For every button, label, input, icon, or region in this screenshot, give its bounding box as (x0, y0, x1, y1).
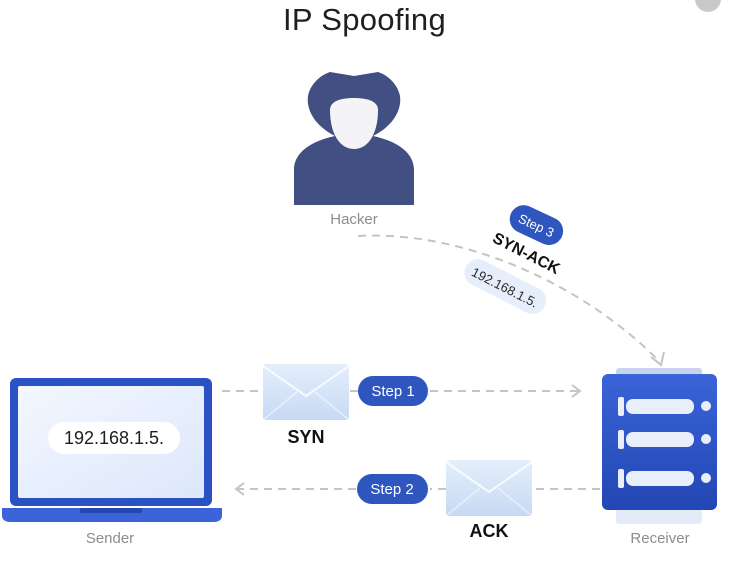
corner-circle (695, 0, 721, 12)
hacker-face (330, 98, 378, 149)
spoof-arrow-line (357, 234, 661, 363)
hacker-icon (294, 72, 414, 205)
step-2-arrowhead (234, 482, 245, 496)
ack-envelope-icon (445, 460, 533, 517)
sender-ip-text: 192.168.1.5. (64, 428, 164, 448)
step-1-arrowhead (571, 384, 582, 398)
receiver-label: Receiver (630, 530, 690, 547)
receiver-server-icon (602, 368, 717, 524)
diagram-title: IP Spoofing (282, 2, 447, 37)
step-2-label: Step 2 (370, 481, 413, 498)
sender-ip-pill (48, 422, 180, 454)
syn-envelope-icon (262, 364, 350, 421)
step-2-badge: Step 2 (357, 474, 428, 504)
spoof-arrowhead (650, 351, 665, 367)
ack-label: ACK (469, 521, 509, 541)
step-1-label: Step 1 (371, 383, 414, 400)
sender-label: Sender (85, 530, 135, 547)
syn-label: SYN (287, 427, 325, 447)
hacker-label: Hacker (330, 211, 378, 228)
step-1-badge: Step 1 (358, 376, 428, 406)
